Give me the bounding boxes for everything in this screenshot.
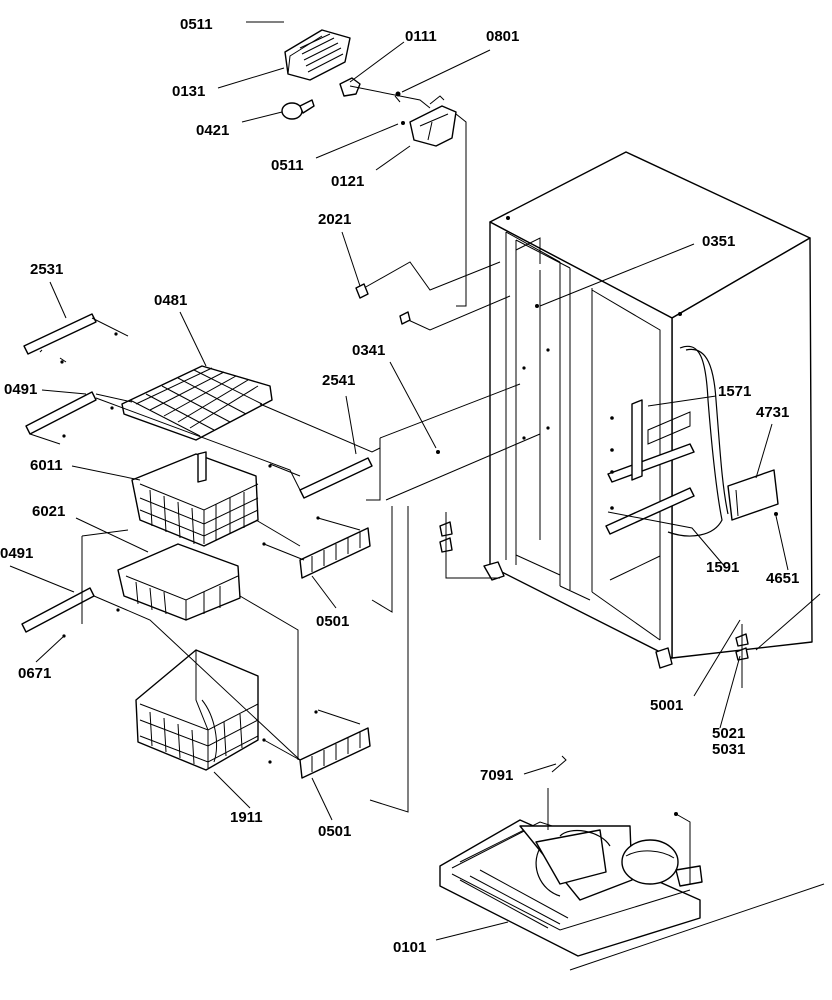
rail-0491-lower — [21, 587, 120, 633]
label-4651: 4651 — [766, 570, 799, 587]
dispenser-chute-4731 — [727, 469, 779, 521]
label-5001: 5001 — [650, 697, 683, 714]
rail-0491-upper — [25, 391, 114, 435]
label-0351: 0351 — [702, 233, 735, 250]
label-0101: 0101 — [393, 939, 426, 956]
label-0501-lower: 0501 — [318, 823, 351, 840]
label-2541: 2541 — [322, 372, 355, 389]
rail-0501-upper — [299, 527, 371, 579]
label-6011: 6011 — [30, 457, 63, 474]
cabinet — [483, 151, 813, 669]
light-housing-0121 — [409, 105, 457, 147]
light-bracket — [349, 85, 431, 109]
basket-1911 — [135, 649, 259, 771]
label-1591: 1591 — [706, 559, 739, 576]
label-1911: 1911 — [230, 809, 263, 826]
machine-base-0101 — [439, 812, 703, 957]
label-0421: 0421 — [196, 122, 229, 139]
label-0671: 0671 — [18, 665, 51, 682]
hinge-clips — [439, 521, 749, 661]
light-bulb-0421 — [281, 99, 315, 120]
wire-shelf-0481 — [121, 365, 273, 441]
label-2531: 2531 — [30, 261, 63, 278]
light-wire — [455, 113, 467, 307]
label-0341: 0341 — [352, 342, 385, 359]
label-2021: 2021 — [318, 211, 351, 228]
water-tube — [667, 345, 723, 537]
rail-0501-lower — [299, 727, 371, 779]
label-7091: 7091 — [480, 767, 513, 784]
label-0491-lower: 0491 — [0, 545, 33, 562]
screw-0511-lower — [401, 121, 405, 125]
label-0111: 0111 — [405, 28, 437, 45]
label-4731: 4731 — [756, 404, 789, 421]
label-1571: 1571 — [718, 383, 751, 400]
rail-2531 — [23, 313, 118, 355]
light-socket-0111 — [339, 77, 361, 97]
label-6021: 6021 — [32, 503, 65, 520]
label-0511-top: 0511 — [180, 16, 213, 33]
rail-2541 — [299, 457, 373, 499]
basket-6021 — [117, 543, 241, 621]
label-0511-lower: 0511 — [271, 157, 304, 174]
label-5021: 5021 — [712, 725, 745, 742]
leader-lines — [9, 21, 789, 941]
basket-6011 — [131, 451, 259, 547]
screw-0801 — [395, 91, 401, 97]
light-cover-0131 — [284, 29, 351, 81]
label-5031: 5031 — [712, 741, 745, 758]
label-0491-upper: 0491 — [4, 381, 37, 398]
label-0121: 0121 — [331, 173, 364, 190]
label-0131: 0131 — [172, 83, 205, 100]
label-0501-upper: 0501 — [316, 613, 349, 630]
label-0801: 0801 — [486, 28, 519, 45]
label-0481: 0481 — [154, 292, 187, 309]
